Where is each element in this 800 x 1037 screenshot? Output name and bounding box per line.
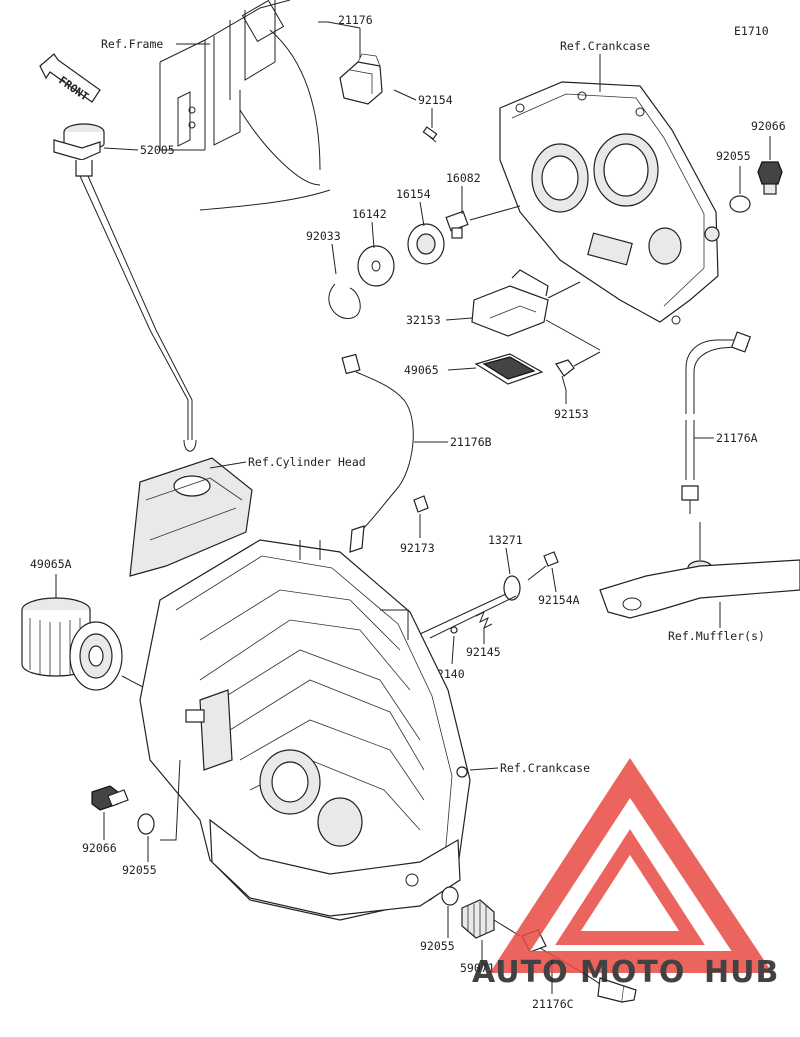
label-92066-bottom: 92066 xyxy=(82,841,117,855)
label-21176C: 21176C xyxy=(532,997,574,1011)
label-92154: 92154 xyxy=(418,93,453,107)
label-49065: 49065 xyxy=(404,363,439,377)
label-21176A: 21176A xyxy=(716,431,758,445)
label-92055-bottom: 92055 xyxy=(420,939,455,953)
label-92153: 92153 xyxy=(554,407,589,421)
label-ref-mufflers: Ref.Muffler(s) xyxy=(668,629,765,643)
oil-filter-49065A xyxy=(21,597,123,691)
drain-plug-92066-top xyxy=(757,161,783,195)
label-16082: 16082 xyxy=(446,171,481,185)
label-ref-frame: Ref.Frame xyxy=(101,37,163,51)
label-16154: 16154 xyxy=(396,187,431,201)
label-92145: 92145 xyxy=(466,645,501,659)
cylinder-head-ref xyxy=(129,457,253,577)
label-ref-cylinder-head: Ref.Cylinder Head xyxy=(248,455,366,469)
automotohub-logo: AUTO MOTO HUB xyxy=(472,757,779,990)
sensor-21176 xyxy=(339,53,438,143)
relief-valve-parts xyxy=(419,551,559,639)
label-32153: 32153 xyxy=(406,313,441,327)
label-21176B: 21176B xyxy=(450,435,492,449)
label-92173: 92173 xyxy=(400,541,435,555)
fitting-59071 xyxy=(461,899,521,939)
washer-92055-bottom xyxy=(441,886,459,906)
label-16142: 16142 xyxy=(352,207,387,221)
pump-parts xyxy=(328,210,469,319)
bolt-92153 xyxy=(555,359,575,391)
label-ref-crankcase-right: Ref.Crankcase xyxy=(500,761,590,775)
front-arrow-icon: FRONT xyxy=(39,53,101,104)
label-92055-top: 92055 xyxy=(716,149,751,163)
label-21176: 21176 xyxy=(338,13,373,27)
crankcase-cover xyxy=(499,81,720,325)
screen-49065 xyxy=(474,353,544,385)
label-59071: 59071 xyxy=(460,961,495,975)
label-92033: 92033 xyxy=(306,229,341,243)
label-52005: 52005 xyxy=(140,143,175,157)
label-92055-left: 92055 xyxy=(122,863,157,877)
drain-plug-92066-bottom xyxy=(91,785,129,811)
watermark-text-moto: MOTO xyxy=(580,955,685,990)
washer-92055-top xyxy=(729,195,751,213)
bracket-32153 xyxy=(471,269,549,337)
label-13271: 13271 xyxy=(488,533,523,547)
label-92066-top: 92066 xyxy=(751,119,786,133)
sensor-21176A xyxy=(681,331,752,514)
label-ref-crankcase-top: Ref.Crankcase xyxy=(560,39,650,53)
diagram-code: E1710 xyxy=(734,24,769,38)
muffler-ref xyxy=(599,522,800,619)
label-92154A: 92154A xyxy=(538,593,580,607)
washer-92055-left xyxy=(137,813,155,835)
label-49065A: 49065A xyxy=(30,557,72,571)
dipstick-52005 xyxy=(53,123,197,452)
sensor-21176B xyxy=(341,353,429,553)
frame-drawing xyxy=(159,0,331,211)
watermark-text-auto: AUTO xyxy=(472,955,569,990)
main-crankcase xyxy=(139,539,471,921)
watermark-text-hub: HUB xyxy=(704,955,779,990)
